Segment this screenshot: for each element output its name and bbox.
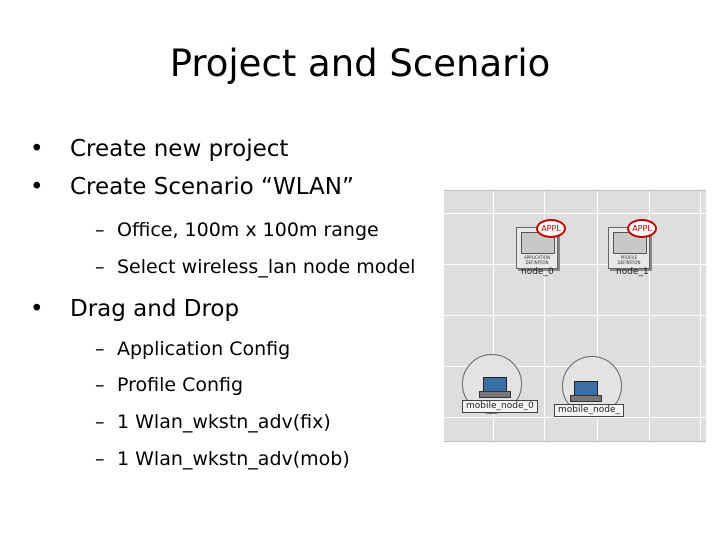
grid-line bbox=[444, 213, 706, 214]
sub-bullet-text: Office, 100m x 100m range bbox=[117, 219, 379, 241]
sub-bullet-marker: – bbox=[95, 256, 105, 278]
node-label[interactable]: node_0 bbox=[521, 267, 554, 277]
sub-bullet-item: –Application Config bbox=[95, 338, 290, 360]
sub-bullet-marker: – bbox=[95, 219, 105, 241]
appl-badge: APPL bbox=[536, 219, 566, 238]
sub-bullet-item: –Office, 100m x 100m range bbox=[95, 219, 379, 241]
grid-line bbox=[444, 315, 706, 316]
laptop-base-icon bbox=[570, 395, 602, 402]
sub-bullet-text: Application Config bbox=[117, 338, 291, 360]
bullet-item: • Drag and Drop bbox=[30, 296, 239, 322]
bullet-marker: • bbox=[30, 174, 44, 200]
sub-bullet-marker: – bbox=[95, 338, 105, 360]
grid-line bbox=[649, 191, 650, 441]
laptop-base-icon bbox=[479, 391, 511, 398]
node-label[interactable]: mobile_node_ bbox=[554, 404, 624, 417]
bullet-item: • Create Scenario “WLAN” bbox=[30, 174, 354, 200]
profile-caption: PROFILE DEFINITION bbox=[617, 255, 641, 265]
bullet-text: Create Scenario “WLAN” bbox=[70, 174, 354, 200]
node-label[interactable]: mobile_node_0 bbox=[462, 400, 538, 413]
sub-bullet-item: –1 Wlan_wkstn_adv(fix) bbox=[95, 411, 331, 433]
sub-bullet-marker: – bbox=[95, 448, 105, 470]
grid-line bbox=[597, 191, 598, 441]
bullet-text: Drag and Drop bbox=[70, 296, 240, 322]
sub-bullet-text: 1 Wlan_wkstn_adv(fix) bbox=[117, 411, 331, 433]
application-caption: APPLICATION DEFINITION bbox=[524, 255, 550, 265]
bullet-text: Create new project bbox=[70, 136, 289, 162]
application-config-node[interactable]: APPLICATION DEFINITION bbox=[516, 227, 558, 269]
sub-bullet-text: 1 Wlan_wkstn_adv(mob) bbox=[117, 448, 350, 470]
sub-bullet-marker: – bbox=[95, 374, 105, 396]
grid-line bbox=[544, 191, 545, 441]
network-canvas[interactable]: APPLICATION DEFINITION APPL node_0 PROFI… bbox=[444, 190, 706, 442]
sub-bullet-text: Profile Config bbox=[117, 374, 244, 396]
grid-line bbox=[444, 264, 706, 265]
grid-line bbox=[700, 191, 701, 441]
grid-line bbox=[444, 417, 706, 418]
sub-bullet-item: –Profile Config bbox=[95, 374, 243, 396]
page-title: Project and Scenario bbox=[169, 42, 551, 85]
sub-bullet-text: Select wireless_lan node model bbox=[117, 256, 416, 278]
sub-bullet-item: –Select wireless_lan node model bbox=[95, 256, 415, 278]
grid-line bbox=[493, 191, 494, 441]
node-label[interactable]: node_1 bbox=[616, 267, 649, 277]
appl-badge: APPL bbox=[627, 219, 657, 238]
bullet-item: • Create new project bbox=[30, 136, 288, 162]
sub-bullet-marker: – bbox=[95, 411, 105, 433]
bullet-marker: • bbox=[30, 136, 44, 162]
bullet-marker: • bbox=[30, 296, 44, 322]
sub-bullet-item: –1 Wlan_wkstn_adv(mob) bbox=[95, 448, 350, 470]
